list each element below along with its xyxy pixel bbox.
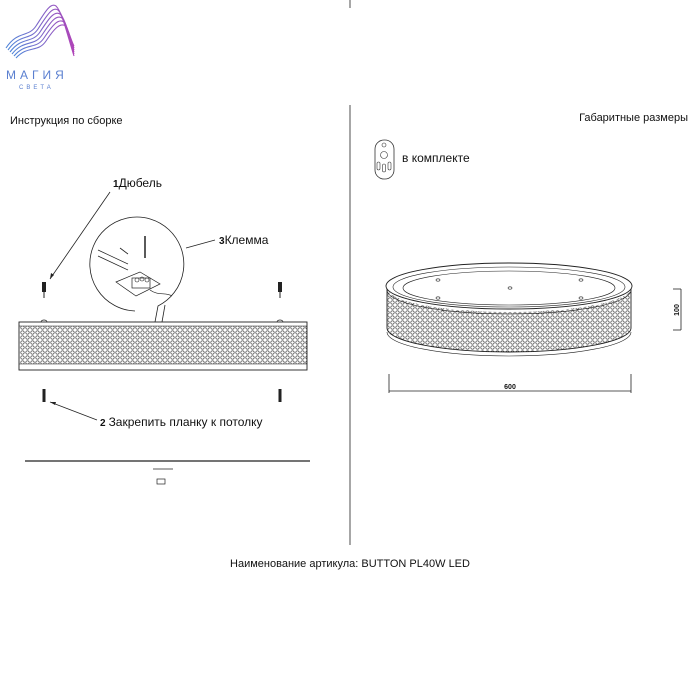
width-value: 600 xyxy=(504,384,516,391)
remote-control-icon xyxy=(374,139,395,180)
height-dimension: 100 xyxy=(673,288,682,331)
step1-callout: 1Дюбель xyxy=(49,176,162,280)
right-panel-title: Габаритные размеры xyxy=(579,112,688,124)
left-panel-title: Инструкция по сборке xyxy=(10,115,123,127)
brand-subtitle: СВЕТА xyxy=(19,85,54,91)
remote-included-label: в комплекте xyxy=(402,151,470,165)
step3-number: 3 xyxy=(219,236,225,247)
step3-callout: 3Клемма xyxy=(185,233,269,249)
article-name: Наименование артикула: BUTTON PL40W LED xyxy=(230,558,470,570)
brand-logo: МАГИЯ СВЕТА xyxy=(5,4,75,91)
svg-text:3Клемма: 3Клемма xyxy=(219,233,269,247)
height-value: 100 xyxy=(674,304,681,316)
step1-label: Дюбель xyxy=(119,176,162,190)
screw-icon xyxy=(42,389,46,402)
step2-number: 2 xyxy=(100,418,106,429)
dowel-icon xyxy=(42,282,46,298)
step2-label: Закрепить планку к потолку xyxy=(109,415,263,429)
svg-text:1Дюбель: 1Дюбель xyxy=(113,176,162,190)
terminal-detail-icon xyxy=(89,216,185,323)
dowel-icon xyxy=(278,282,282,298)
step3-label: Клемма xyxy=(225,233,269,247)
screw-icon xyxy=(278,389,282,402)
width-dimension: 600 xyxy=(388,374,632,393)
lamp-perspective-view xyxy=(385,262,633,357)
step1-number: 1 xyxy=(113,179,119,190)
brand-name: МАГИЯ xyxy=(6,68,68,82)
mount-clip xyxy=(156,478,166,485)
lamp-side-view xyxy=(18,319,308,371)
